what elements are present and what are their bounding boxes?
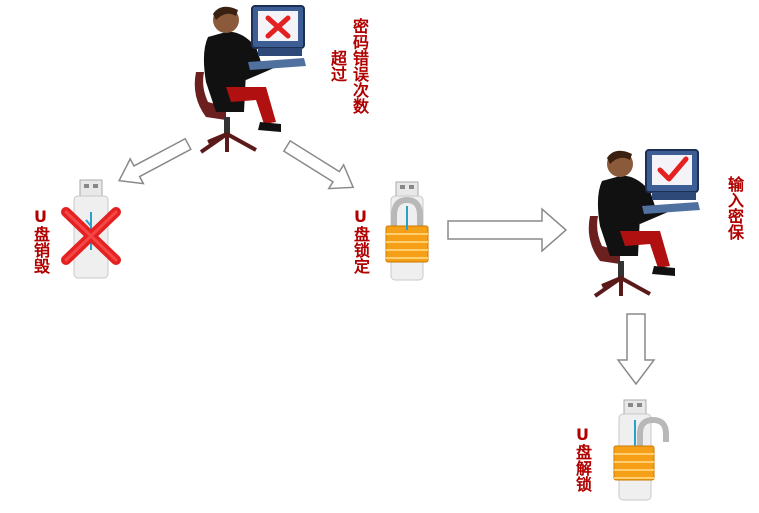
- usb-drive-icon: [385, 181, 429, 281]
- padlock-closed-icon: [385, 196, 429, 263]
- person-computer-error-illustration: [194, 5, 306, 154]
- arrow-to-enter-key: [446, 206, 570, 254]
- person-computer-success-illustration: [588, 149, 700, 298]
- usb-drive-icon: [61, 179, 121, 279]
- red-check-icon: [657, 156, 689, 182]
- red-x-icon: [265, 15, 291, 39]
- user-at-computer-success: [580, 146, 710, 306]
- user-at-computer-error: [186, 2, 316, 162]
- arrow-to-destroy: [110, 137, 192, 188]
- big-red-x-icon: [61, 207, 121, 265]
- arrow-to-unlocked: [616, 312, 656, 388]
- usb-drive-icon: [613, 399, 669, 501]
- label-enter-key: 输入密保: [725, 176, 744, 240]
- usb-destroyed: [60, 178, 124, 282]
- arrow-to-locked: [282, 138, 363, 193]
- usb-locked: [378, 180, 436, 284]
- label-locked: U盘锁定: [351, 206, 370, 274]
- padlock-open-icon: [613, 416, 669, 481]
- usb-unlocked: [606, 398, 672, 504]
- label-too-many-errors: 密码错误次数超过: [328, 18, 369, 114]
- label-destroy: U盘销毁: [31, 206, 50, 274]
- label-unlocked: U盘解锁: [573, 424, 592, 492]
